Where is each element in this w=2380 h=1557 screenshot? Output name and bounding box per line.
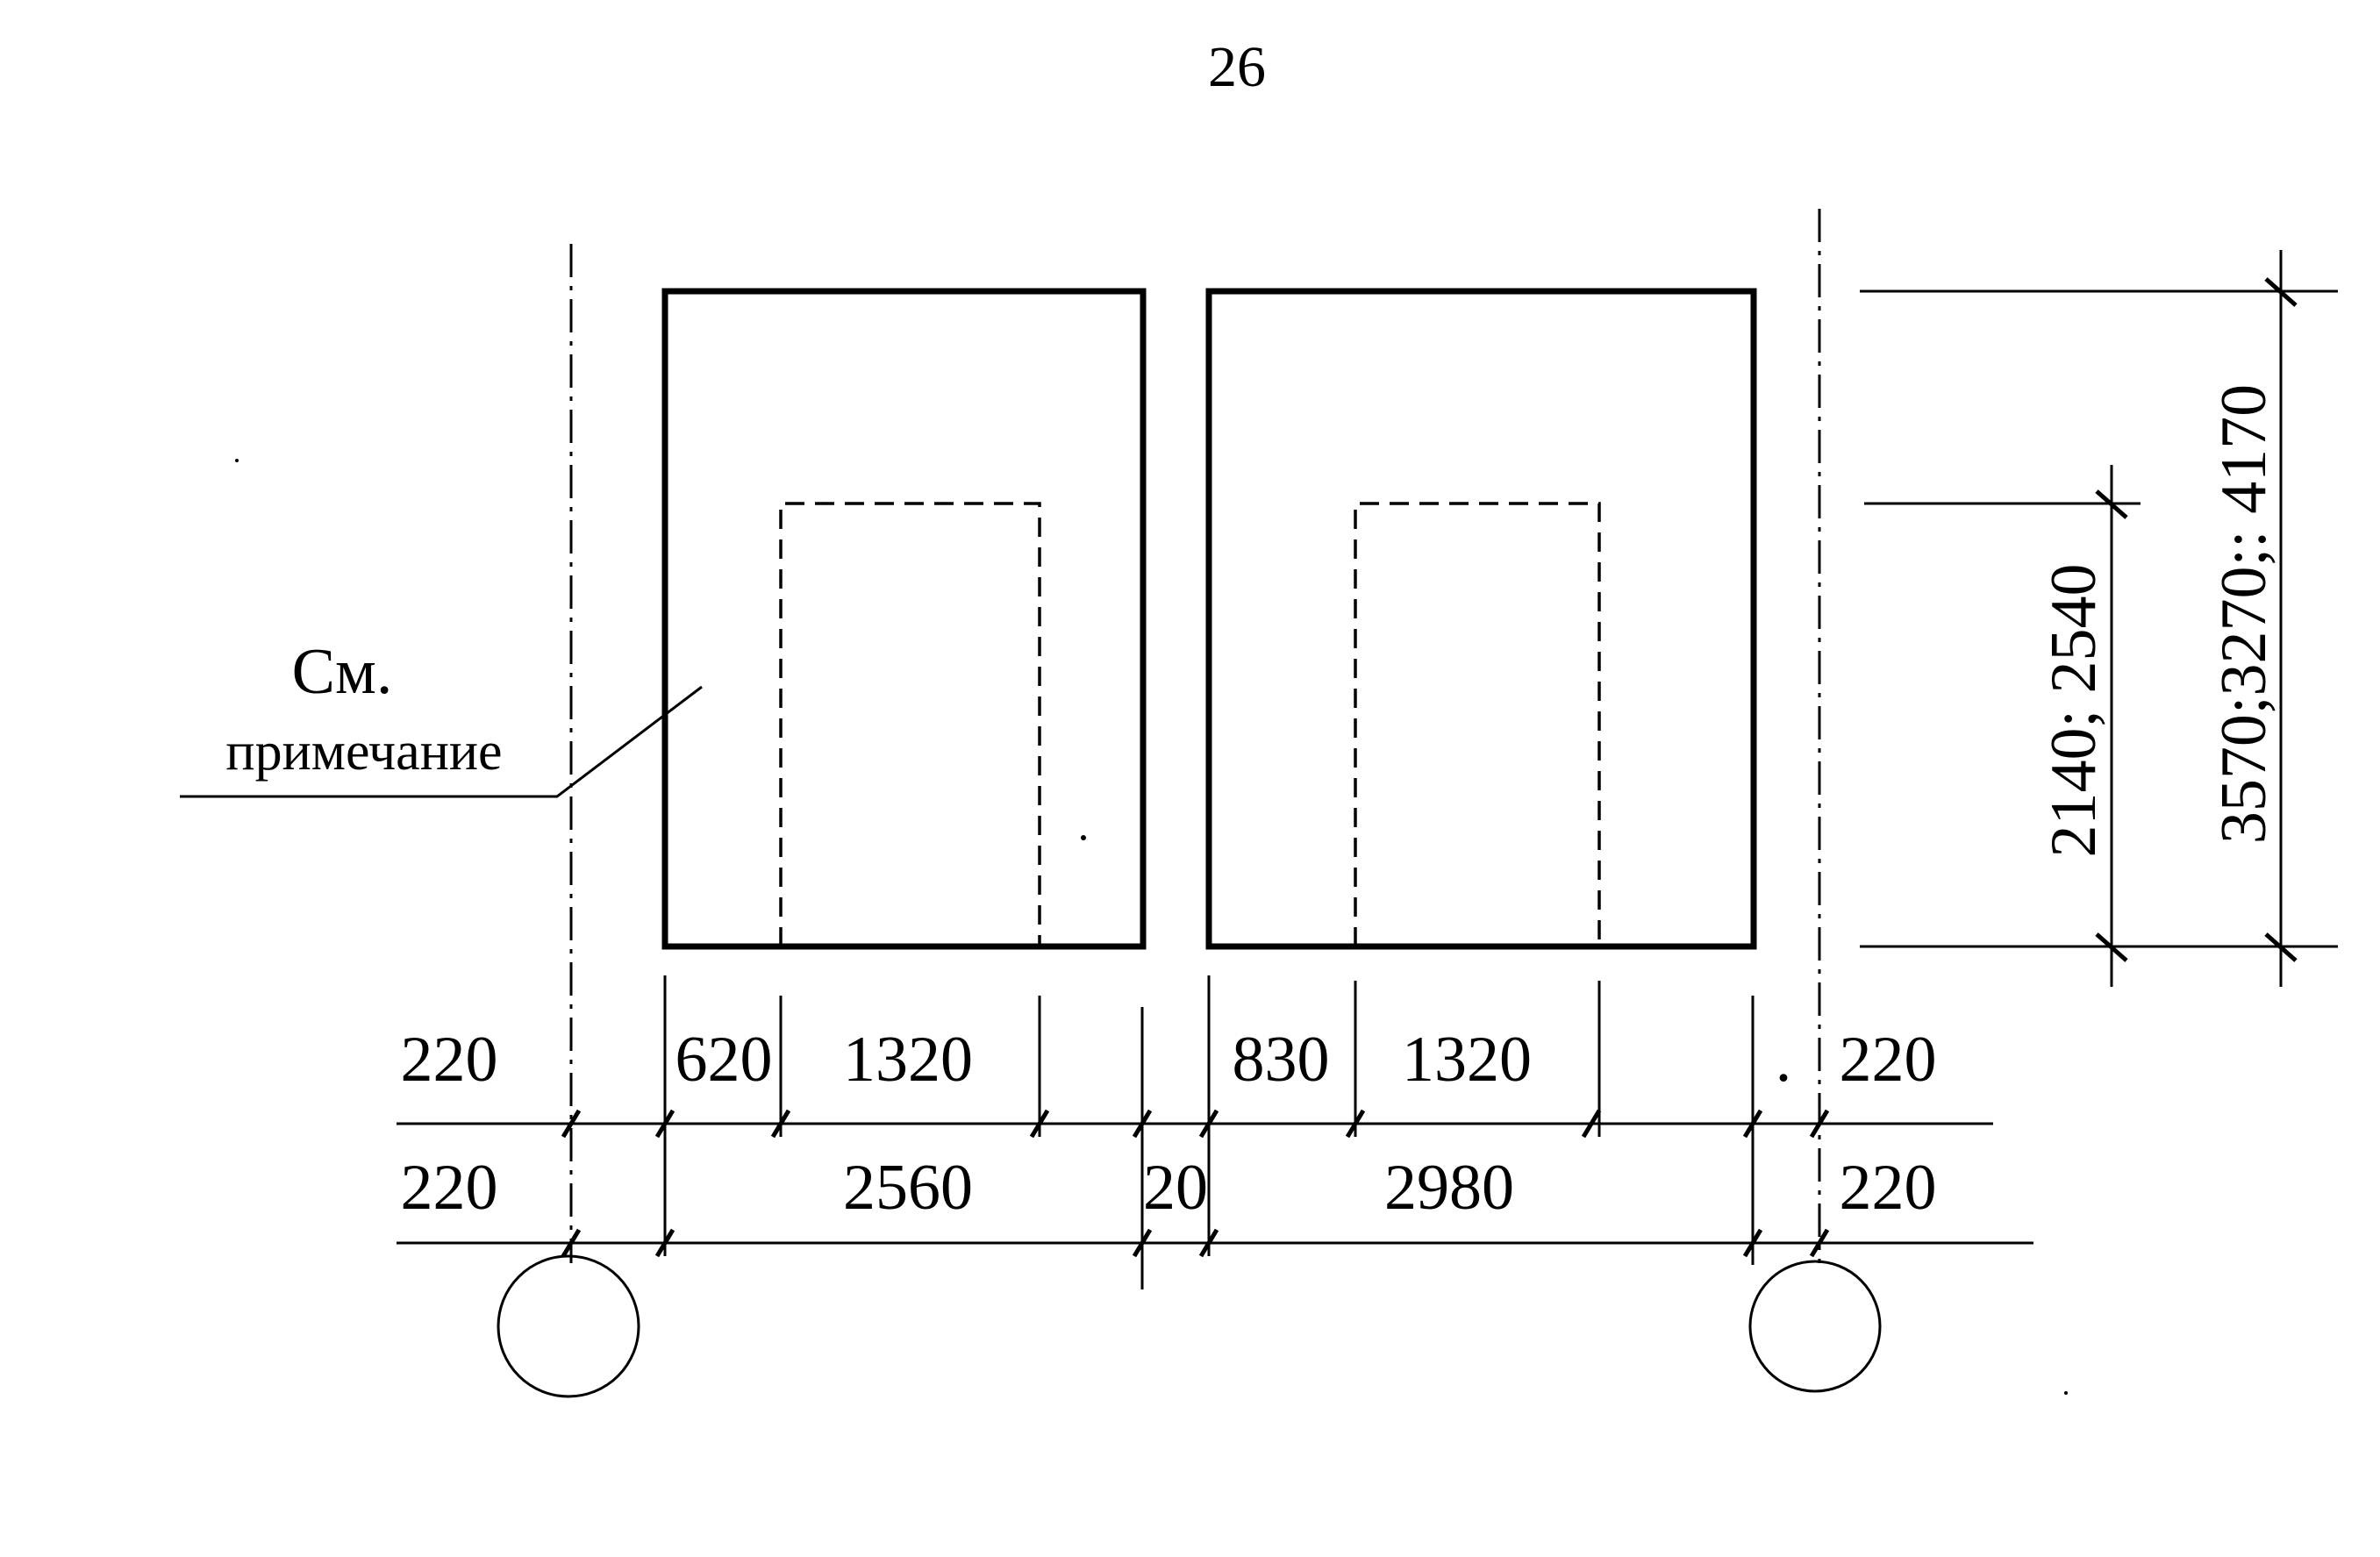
dimension-tick	[1198, 1109, 1219, 1139]
dimension-tick	[770, 1109, 791, 1139]
note-leader-line	[180, 685, 703, 798]
dimension-tick	[561, 1109, 582, 1139]
dim-label-second-gap: 830	[1233, 1024, 1330, 1096]
scan-speck	[2064, 1391, 2068, 1395]
dimension-tick	[654, 1228, 675, 1258]
dimension-tick	[1742, 1109, 1763, 1139]
dim-label-panel-height: 3570;3270;: 4170	[2208, 384, 2280, 844]
dim-label-first-gap: 620	[675, 1024, 773, 1096]
dim-label-dot: .	[1776, 1024, 1792, 1096]
dim-label-left-offset-bottom: 220	[401, 1152, 498, 1224]
dimension-tick	[654, 1109, 675, 1139]
scan-speck	[235, 459, 239, 462]
dimension-tick	[2264, 277, 2298, 307]
scan-speck	[1081, 835, 1086, 840]
wall-panel-right	[1205, 288, 1757, 950]
dimension-tick	[1809, 1109, 1830, 1139]
dim-label-first-opening: 1320	[843, 1024, 973, 1096]
dim-label-second-panel: 2980	[1384, 1152, 1514, 1224]
dim-label-second-opening: 1320	[1402, 1024, 1532, 1096]
dimension-tick	[2095, 932, 2128, 962]
dimension-tick	[1132, 1228, 1153, 1258]
dimension-tick	[1581, 1109, 1602, 1139]
dimension-tick	[561, 1228, 582, 1258]
dimension-tick	[1132, 1109, 1153, 1139]
wall-panel-left	[661, 288, 1147, 950]
dim-label-right-offset-top: 220	[1840, 1024, 1937, 1096]
dim-label-right-offset-bottom: 220	[1840, 1152, 1937, 1224]
axis-marker-left	[497, 1254, 640, 1398]
dim-label-first-panel: 2560	[843, 1152, 973, 1224]
dimension-tick	[1809, 1228, 1830, 1258]
dim-label-left-offset-top: 220	[401, 1024, 498, 1096]
page-number: 26	[1208, 35, 1266, 99]
dimension-tick	[1198, 1228, 1219, 1258]
dim-label-joint: 20	[1143, 1152, 1208, 1224]
note-label-line1: См.	[292, 636, 393, 708]
dimension-tick	[1742, 1228, 1763, 1258]
note-label-line2: примечание	[225, 722, 502, 782]
axis-marker-right	[1748, 1260, 1882, 1393]
dimension-tick	[2095, 489, 2128, 519]
dimension-tick	[1029, 1109, 1050, 1139]
dim-label-opening-height: 2140; 2540	[2038, 563, 2110, 857]
dimension-tick	[1345, 1109, 1366, 1139]
opening-outline-left	[779, 502, 1041, 946]
dimension-tick	[2264, 932, 2298, 962]
opening-outline-right	[1354, 502, 1601, 946]
